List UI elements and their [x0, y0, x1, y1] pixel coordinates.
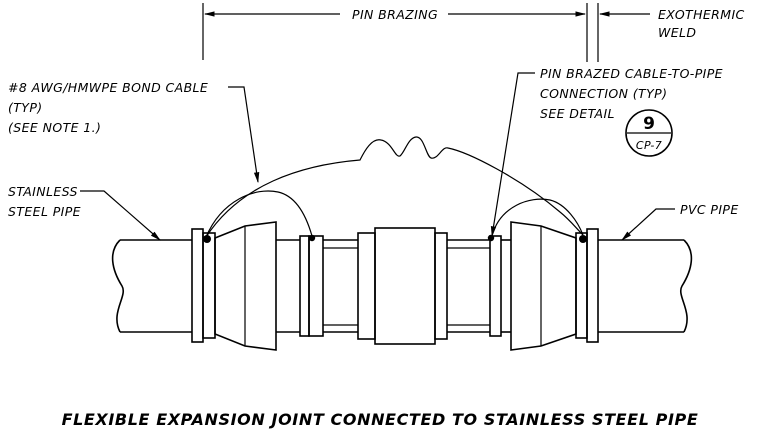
pvc-label: PVC PIPE [680, 202, 739, 217]
joint-body [323, 227, 490, 345]
exothermic-label: EXOTHERMIC [658, 7, 745, 22]
pin-brazing-label: PIN BRAZING [352, 7, 438, 22]
stainless-label-1: STAINLESS [8, 184, 78, 199]
bond-cable-note: #8 AWG/HMWPE BOND CABLE (TYP) (SEE NOTE … [8, 80, 260, 184]
detail-callout: 9 CP-7 [625, 109, 673, 157]
pvc-note: PVC PIPE [621, 202, 739, 241]
pin-brazed-note: PIN BRAZED CABLE-TO-PIPE CONNECTION (TYP… [490, 66, 723, 238]
braze-dot-right-inner [487, 234, 495, 242]
right-flange [575, 228, 599, 343]
pvc-pipe [598, 239, 693, 333]
braze-points [203, 234, 587, 243]
pin-brazed-label-3: SEE DETAIL [540, 106, 615, 121]
stainless-label-2: STEEL PIPE [8, 204, 81, 219]
bond-cable-label-3: (SEE NOTE 1.) [8, 120, 101, 135]
stainless-note: STAINLESS STEEL PIPE [8, 184, 161, 241]
left-coupling [214, 221, 300, 351]
detail-number: 9 [643, 114, 655, 134]
exothermic-weld-dimension: EXOTHERMIC WELD [597, 3, 745, 62]
right-coupling [510, 221, 577, 351]
pin-brazed-label-1: PIN BRAZED CABLE-TO-PIPE [540, 66, 723, 81]
braze-dot-left [203, 235, 211, 243]
drawing-title: FLEXIBLE EXPANSION JOINT CONNECTED TO ST… [62, 410, 699, 429]
bond-cable [205, 136, 584, 238]
braze-dot-right [579, 235, 587, 243]
stainless-steel-pipe [111, 239, 192, 333]
bond-cable-label-2: (TYP) [8, 100, 43, 115]
pin-brazing-dimension: PIN BRAZING [202, 3, 588, 62]
braze-dot-left-inner [308, 234, 316, 242]
pin-brazed-label-2: CONNECTION (TYP) [540, 86, 667, 101]
weld-label: WELD [658, 25, 696, 40]
bond-cable-label-1: #8 AWG/HMWPE BOND CABLE [8, 80, 208, 95]
detail-sheet: CP-7 [636, 139, 662, 152]
left-flange [191, 228, 216, 343]
right-gasket [489, 235, 511, 337]
left-gasket [299, 235, 324, 337]
